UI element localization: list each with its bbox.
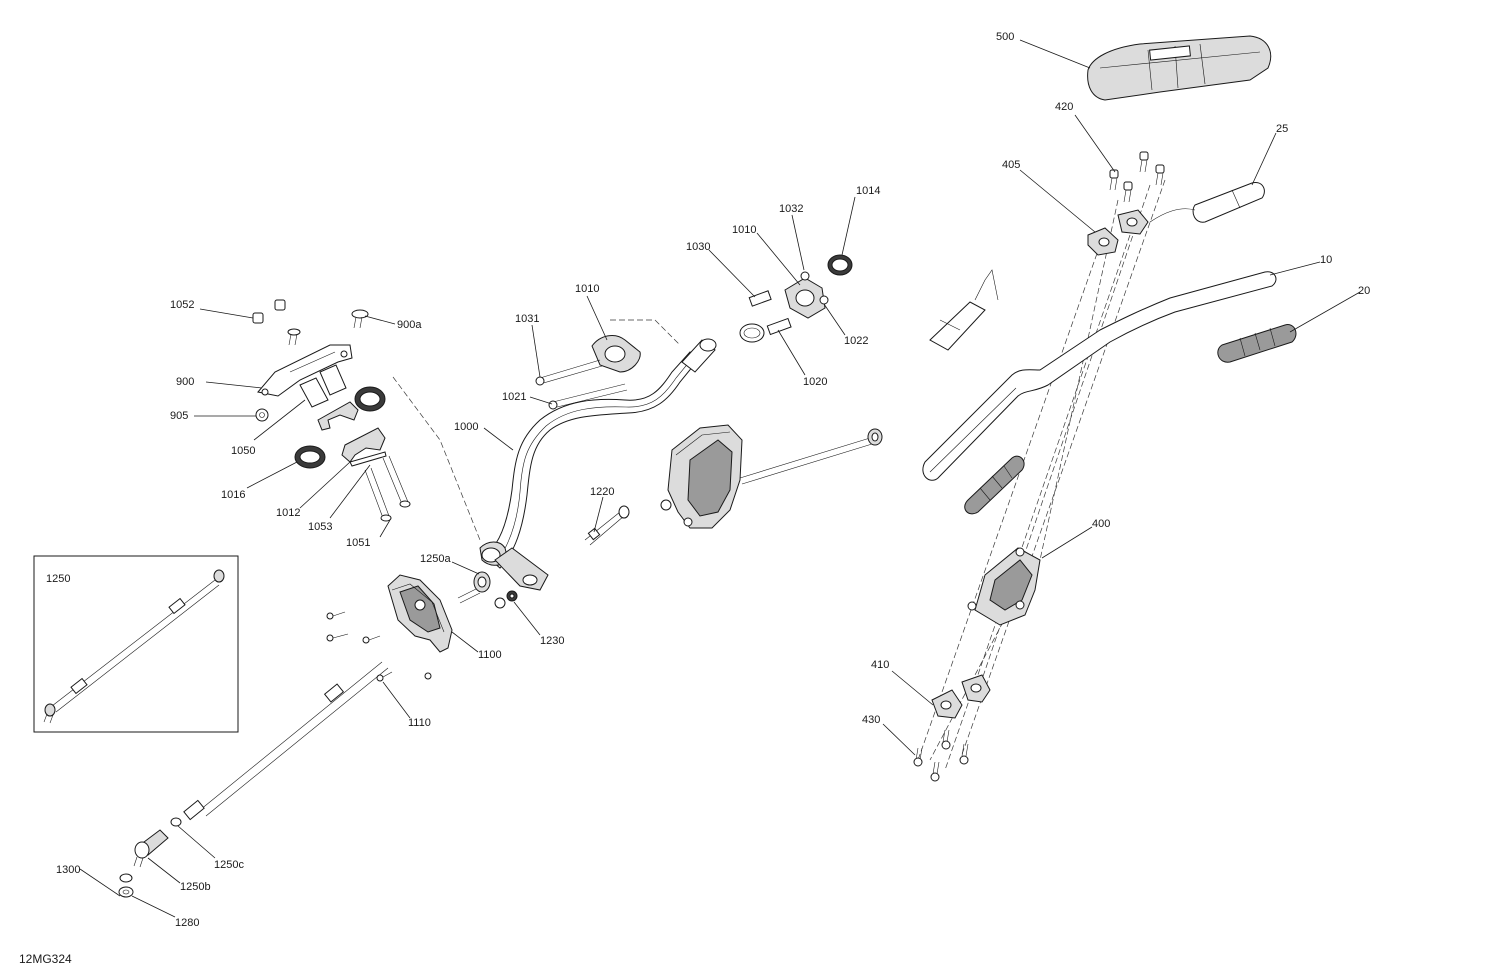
callout-1280: 1280	[175, 917, 199, 929]
callout-400: 400	[1092, 518, 1110, 530]
callout-20: 20	[1358, 285, 1370, 297]
callout-430: 430	[862, 714, 880, 726]
callout-1052: 1052	[170, 299, 194, 311]
spacer-1050b	[319, 364, 347, 396]
bolts-420	[1109, 151, 1165, 203]
bolts-430	[913, 729, 969, 782]
callout-1300: 1300	[56, 864, 80, 876]
nut-1052	[252, 312, 264, 324]
grip-20	[1217, 324, 1297, 363]
callout-1053: 1053	[308, 521, 332, 533]
grip-25	[1149, 181, 1265, 223]
bolt-1051b	[382, 455, 411, 508]
clamp-405	[1087, 209, 1149, 256]
screw-d	[424, 672, 432, 680]
callout-1022: 1022	[844, 335, 868, 347]
callout-900a: 900a	[397, 319, 422, 331]
clamp-410	[931, 674, 991, 719]
tie-rod-1250	[118, 661, 389, 898]
clamp-upper-half	[317, 401, 359, 431]
steering-column-1000	[479, 338, 717, 591]
callout-1250a: 1250a	[420, 553, 451, 565]
nut-1300	[119, 873, 133, 883]
housing-1100	[326, 574, 453, 682]
nut-1032	[800, 271, 810, 281]
throttle-lever	[929, 269, 999, 351]
sleeve-1020	[766, 317, 792, 336]
bolt-1051a	[364, 467, 392, 522]
callout-1010-lower: 1010	[575, 283, 599, 295]
handlebar-pad-500	[1087, 35, 1272, 101]
leader-lines	[79, 39, 1361, 918]
upper-bushing-cluster	[739, 254, 853, 343]
nut-1022	[819, 295, 829, 305]
callout-1016: 1016	[221, 489, 245, 501]
nut-1230	[494, 590, 518, 609]
callout-420: 420	[1055, 101, 1073, 113]
ring-mid	[739, 323, 765, 343]
callout-405: 405	[1002, 159, 1020, 171]
screw-1110	[376, 674, 384, 682]
washer-1280	[118, 886, 134, 898]
callout-1030: 1030	[686, 241, 710, 253]
callout-1012: 1012	[276, 507, 300, 519]
callout-1010-upper: 1010	[732, 224, 756, 236]
nut-905	[255, 408, 269, 422]
riser-400	[967, 547, 1041, 626]
inset-label: 1250	[46, 573, 70, 585]
shim-1053	[349, 451, 387, 467]
callout-1032: 1032	[779, 203, 803, 215]
grip-left	[964, 455, 1025, 515]
bushing-1010-lower	[591, 334, 641, 373]
callout-410: 410	[871, 659, 889, 671]
callout-1051: 1051	[346, 537, 370, 549]
alignment-lines	[392, 179, 1166, 771]
callout-1250b: 1250b	[180, 881, 211, 893]
bracket-900	[257, 344, 353, 397]
spacer-1050a	[299, 377, 329, 408]
callout-1020: 1020	[803, 376, 827, 388]
nut-1052b	[274, 299, 286, 311]
callout-1110: 1110	[408, 717, 431, 729]
nut-1250c	[170, 817, 182, 827]
callout-1014: 1014	[856, 185, 880, 197]
callout-1000: 1000	[454, 421, 478, 433]
clamp-lower-half	[341, 427, 386, 463]
screw-c	[362, 636, 370, 644]
callout-905: 905	[170, 410, 188, 422]
callout-1031: 1031	[515, 313, 539, 325]
screw-b	[326, 634, 334, 642]
upper-clamp-assembly	[252, 299, 411, 522]
callout-1230: 1230	[540, 635, 564, 647]
callout-500: 500	[996, 31, 1014, 43]
inset-box-1250	[33, 555, 239, 733]
tie-rod-end-1250a	[457, 571, 491, 604]
callout-1100: 1100	[478, 649, 502, 661]
callout-1050: 1050	[231, 445, 255, 457]
handlebar-10	[922, 271, 1277, 481]
center-housing	[660, 424, 883, 529]
bolt-1021	[548, 383, 628, 410]
callout-1021: 1021	[502, 391, 526, 403]
callout-1250c: 1250c	[214, 859, 244, 871]
bolt-1031	[535, 359, 603, 386]
screw-a	[326, 612, 334, 620]
callout-1220: 1220	[590, 486, 614, 498]
callout-10: 10	[1320, 254, 1332, 266]
callout-labels: 500 420 25 405 1014 1032 1010 1030 10 20…	[19, 31, 1370, 966]
sleeve-1030	[748, 290, 772, 307]
callout-900: 900	[176, 376, 194, 388]
callout-25: 25	[1276, 123, 1288, 135]
bolt-1220	[584, 505, 630, 546]
bolt-head-900a	[351, 309, 369, 319]
drawing-id: 12MG324	[19, 952, 72, 966]
pitman-arm	[494, 547, 549, 591]
